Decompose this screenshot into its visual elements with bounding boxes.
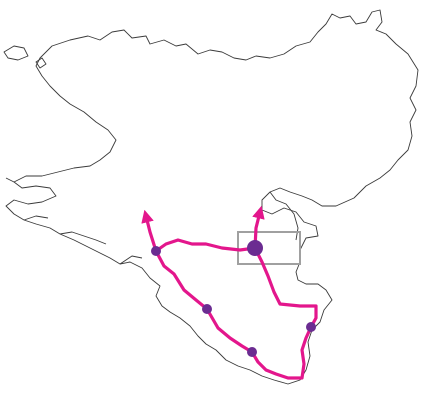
central-major-stop[interactable] <box>247 240 263 256</box>
island-west-1 <box>3 45 29 61</box>
inland-boundary <box>160 108 210 136</box>
island-west-2 <box>35 57 47 69</box>
west-stop[interactable] <box>151 246 161 256</box>
west-exit <box>141 209 158 253</box>
eastern-peninsula <box>269 191 299 241</box>
east-stop[interactable] <box>306 322 316 332</box>
south-stop[interactable] <box>247 347 257 357</box>
peninsula-detail <box>5 177 143 265</box>
route-loop <box>154 238 318 380</box>
midsouth-stop[interactable] <box>202 304 212 314</box>
coastline <box>3 9 419 385</box>
stops <box>151 240 316 357</box>
landmass-outline <box>5 9 419 385</box>
central-inset-box <box>237 231 301 265</box>
route <box>141 205 318 380</box>
